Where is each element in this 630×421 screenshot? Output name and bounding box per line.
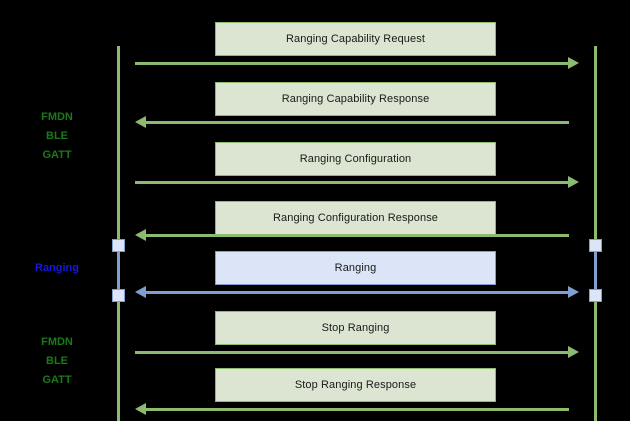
message-arrow-ranging [146,291,569,294]
message-box-ranging-configuration-response: Ranging Configuration Response [215,201,496,235]
arrow-head-left-2 [135,116,146,128]
message-box-ranging-capability-response: Ranging Capability Response [215,82,496,116]
phase-label-ranging: Ranging [35,262,79,274]
activation-bar-right [594,240,597,296]
activation-end-right [589,289,602,302]
arrow-head-right-3 [568,176,579,188]
arrow-head-right-5 [568,286,579,298]
phase-label-fmdn-ble-gatt-bottom: FMDN BLE GATT [41,336,73,386]
arrow-head-right-6 [568,346,579,358]
message-arrow-ranging-capability-request [135,62,569,65]
message-box-ranging-configuration: Ranging Configuration [215,142,496,176]
message-arrow-stop-ranging [135,351,569,354]
message-box-stop-ranging-response: Stop Ranging Response [215,368,496,402]
arrow-head-left-5 [135,286,146,298]
activation-bar-left [117,240,120,296]
arrow-head-left-4 [135,229,146,241]
message-box-ranging: Ranging [215,251,496,285]
message-arrow-ranging-capability-response [146,121,569,124]
message-arrow-stop-ranging-response [146,408,569,411]
arrow-head-left-7 [135,403,146,415]
message-arrow-ranging-configuration-response [146,234,569,237]
activation-start-right [589,239,602,252]
right-lifeline [594,46,597,421]
activation-end-left [112,289,125,302]
message-arrow-ranging-configuration [135,181,569,184]
phase-label-fmdn-ble-gatt-top: FMDN BLE GATT [41,111,73,161]
left-lifeline [117,46,120,421]
message-box-stop-ranging: Stop Ranging [215,311,496,345]
activation-start-left [112,239,125,252]
arrow-head-right-1 [568,57,579,69]
message-box-ranging-capability-request: Ranging Capability Request [215,22,496,56]
